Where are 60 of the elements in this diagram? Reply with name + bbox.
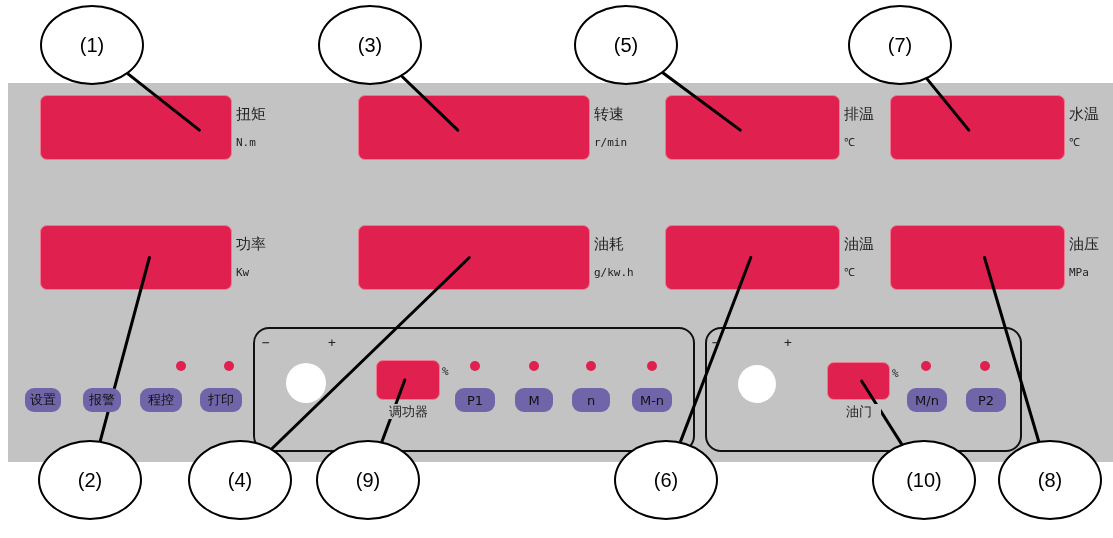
display-label: 油压 [1069, 237, 1099, 252]
panel-button: M [515, 388, 553, 412]
minus-sign: − [712, 336, 720, 349]
callout-bubble: (2) [38, 440, 142, 520]
panel-button: 程控 [140, 388, 182, 412]
display-screen [40, 225, 232, 290]
panel-button: 打印 [200, 388, 242, 412]
callout-bubble: (10) [872, 440, 976, 520]
display-screen [358, 95, 590, 160]
panel-button: P2 [966, 388, 1006, 412]
callout-bubble: (9) [316, 440, 420, 520]
display-label: 油温 [844, 237, 874, 252]
minus-sign: − [262, 336, 270, 349]
unit-label: ℃ [844, 267, 855, 278]
callout-bubble: (3) [318, 5, 422, 85]
display-label: 转速 [594, 107, 624, 122]
panel-button: M/n [907, 388, 947, 412]
callout-bubble: (4) [188, 440, 292, 520]
callout-bubble: (6) [614, 440, 718, 520]
unit-label: % [892, 368, 899, 379]
leader-line [126, 72, 201, 132]
panel-button: P1 [455, 388, 495, 412]
callout-bubble: (1) [40, 5, 144, 85]
leader-line [679, 256, 753, 444]
callout-bubble: (7) [848, 5, 952, 85]
unit-label: N.m [236, 137, 256, 148]
plus-sign: + [784, 336, 792, 349]
leader-line [270, 256, 471, 450]
display-label: 排温 [844, 107, 874, 122]
display-label: 功率 [236, 237, 266, 252]
panel-button: 设置 [25, 388, 61, 412]
display-screen [665, 225, 840, 290]
leader-line [860, 379, 903, 446]
display-screen [890, 95, 1065, 160]
display-screen [358, 225, 590, 290]
display-label: 水温 [1069, 107, 1099, 122]
callout-bubble: (8) [998, 440, 1102, 520]
unit-label: g/kw.h [594, 267, 634, 278]
display-screen [376, 360, 440, 400]
plus-sign: + [328, 336, 336, 349]
unit-label: % [442, 366, 449, 377]
display-label: 调功器 [386, 404, 430, 419]
unit-label: r/min [594, 137, 628, 148]
leader-line [983, 256, 1041, 443]
unit-label: ℃ [844, 137, 855, 148]
panel-button: 报警 [83, 388, 121, 412]
display-label: 扭矩 [236, 107, 266, 122]
display-screen [40, 95, 232, 160]
leader-line [98, 256, 151, 443]
unit-label: ℃ [1069, 137, 1080, 148]
panel-button: M-n [632, 388, 672, 412]
leader-line [661, 71, 742, 132]
unit-label: Kw [236, 267, 250, 278]
display-screen [665, 95, 840, 160]
unit-label: MPa [1069, 267, 1089, 278]
panel-button: n [572, 388, 610, 412]
callout-bubble: (5) [574, 5, 678, 85]
display-screen [890, 225, 1065, 290]
display-screen [827, 362, 890, 400]
display-label: 油耗 [594, 237, 624, 252]
